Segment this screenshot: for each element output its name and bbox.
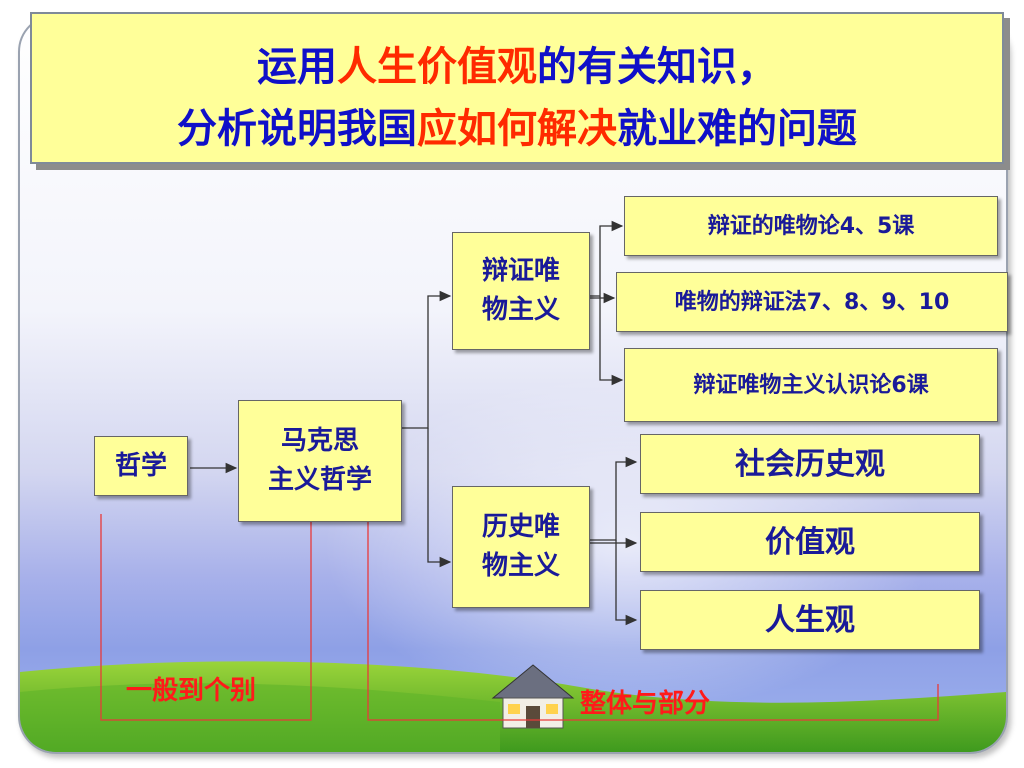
line1-segment-1: 人生价值观 [337, 44, 537, 90]
line1-segment-0: 运用 [257, 44, 337, 90]
bracket-general-to-specific [100, 514, 312, 721]
annotation-general-to-specific: 一般到个别 [126, 676, 257, 706]
title-banner: 运用人生价值观的有关知识， 分析说明我国应如何解决就业难的问题 [30, 12, 1004, 164]
line1-segment-2: 的有关知识， [537, 44, 777, 90]
line2-segment-1: 应如何解决 [417, 106, 617, 152]
bracket-whole-and-part [367, 514, 939, 721]
leaf-dialectical-materialism-lessons: 辩证的唯物论4、5课 [624, 196, 998, 256]
node-dialectical-materialism: 辩证唯 物主义 [452, 232, 590, 350]
connector-dialectical-leaf3 [599, 296, 624, 386]
connector-marxist-historical [427, 428, 452, 568]
title-line-1: 运用人生价值观的有关知识， [32, 34, 1002, 92]
title-line-2: 分析说明我国应如何解决就业难的问题 [32, 96, 1002, 154]
connector-historical-leaf4 [590, 456, 638, 541]
leaf-social-history-view: 社会历史观 [640, 434, 980, 494]
node-philosophy: 哲学 [94, 436, 188, 496]
leaf-epistemology-lessons: 辩证唯物主义认识论6课 [624, 348, 998, 422]
connector-historical-leaf6 [615, 540, 638, 626]
connector-dialectical-leaf1 [590, 220, 624, 297]
house-icon [491, 664, 575, 729]
leaf-values: 价值观 [640, 512, 980, 572]
leaf-materialist-dialectics-lessons: 唯物的辩证法7、8、9、10 [616, 272, 1008, 332]
connector-marxist-dialectical [402, 290, 452, 429]
node-marxist-philosophy: 马克思 主义哲学 [238, 400, 402, 522]
node-historical-materialism: 历史唯 物主义 [452, 486, 590, 608]
line2-segment-2: 就业难的问题 [617, 106, 857, 152]
annotation-whole-and-part: 整体与部分 [580, 689, 711, 719]
leaf-outlook-on-life: 人生观 [640, 590, 980, 650]
line2-segment-0: 分析说明我国 [177, 106, 417, 152]
